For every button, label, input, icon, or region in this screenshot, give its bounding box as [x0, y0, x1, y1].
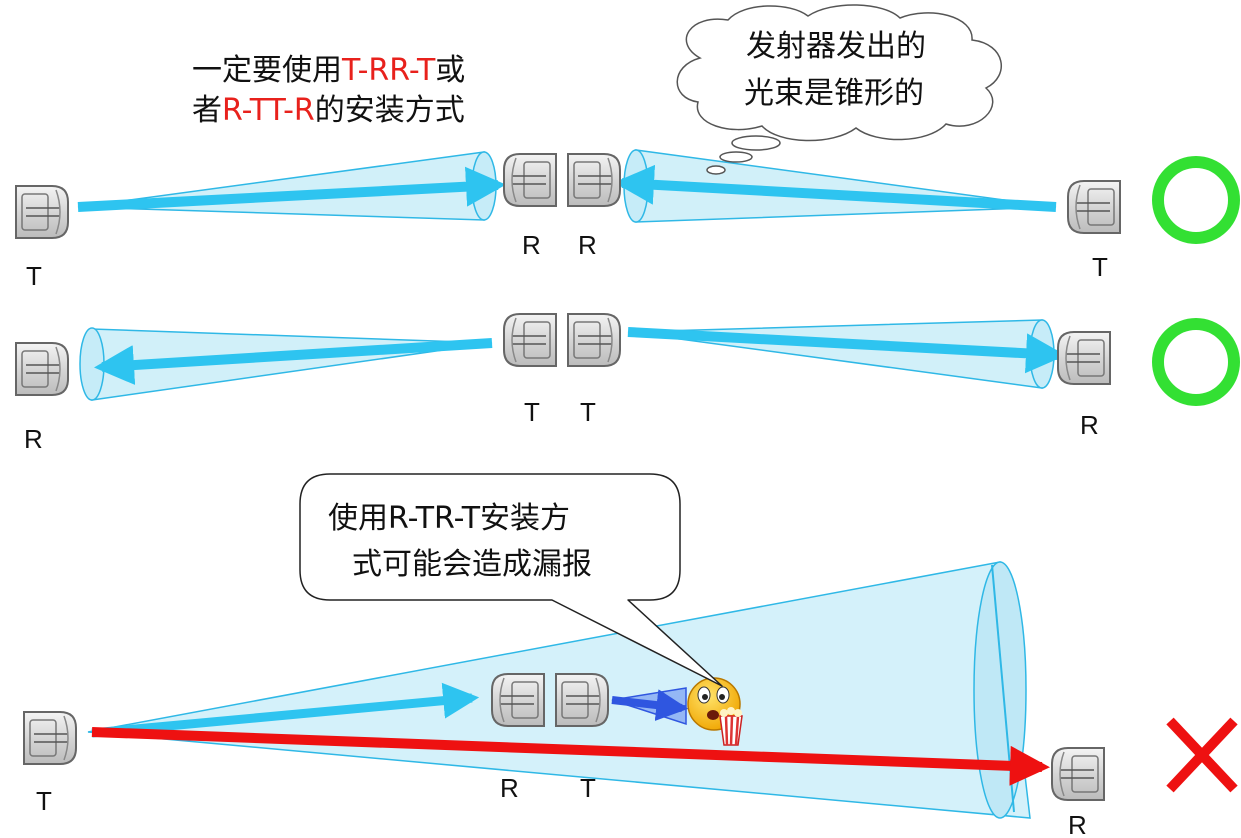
row1-center-right-receiver-device	[567, 153, 621, 207]
row2-setup: R T T R	[15, 313, 1240, 454]
row2-label-right: R	[1080, 410, 1099, 440]
row2-left-beam-arrow	[94, 338, 493, 385]
row2-label-center-right: T	[580, 397, 596, 427]
top-note: 一定要使用T-RR-T或 者R-TT-R的安装方式	[192, 53, 465, 128]
row3-cyan-beam-arrow	[91, 682, 480, 738]
row2-center-left-transmitter-device	[503, 313, 557, 367]
thought-bubble-medium	[719, 151, 753, 163]
row2-right-beam-arrow	[627, 327, 1066, 374]
row1-right-transmitter-device	[1067, 180, 1121, 234]
row1-left-beam-arrow	[77, 166, 506, 212]
thought-cloud-shape	[676, 4, 1002, 142]
row3-center-left-receiver-device	[491, 673, 545, 727]
row2-label-left: R	[24, 424, 43, 454]
speech-callout-shape	[299, 473, 723, 687]
callout-line1: 使用R-TR-T安装方	[328, 501, 570, 536]
top-note-line1-tail: 或	[435, 53, 465, 88]
callout-line2: 式可能会造成漏报	[352, 547, 592, 582]
row3-center-right-transmitter-device	[555, 673, 609, 727]
row3-setup: T R T R	[23, 561, 1238, 838]
row2-correct-circle-icon	[1152, 318, 1240, 406]
row3-wrong-cross-icon	[1166, 717, 1238, 793]
row1-label-center-left: R	[522, 230, 541, 260]
row1-label-right: T	[1092, 252, 1108, 282]
thought-bubble-small	[706, 165, 726, 175]
row1-right-beam-arrow	[614, 164, 1057, 212]
row3-left-transmitter-device	[23, 711, 77, 765]
row3-red-beam-arrow	[91, 727, 1050, 786]
row3-dark-blue-beam-arrow	[611, 689, 689, 721]
row3-label-center-right: T	[580, 773, 596, 803]
top-note-line2: 者R-TT-R的安装方式	[192, 93, 465, 128]
top-note-line2-tail: 的安装方式	[315, 93, 465, 128]
row2-right-receiver-device	[1057, 331, 1111, 385]
row1-setup: T R R T	[15, 149, 1240, 291]
top-note-line2-text: 者	[192, 93, 222, 128]
row2-left-receiver-device	[15, 342, 69, 396]
worried-face-with-popcorn-icon	[687, 677, 743, 746]
cloud-line2: 光束是锥形的	[744, 76, 924, 111]
row2-center-right-transmitter-device	[567, 313, 621, 367]
row3-right-receiver-device	[1051, 747, 1105, 801]
row2-label-center-left: T	[524, 397, 540, 427]
top-note-line1: 一定要使用T-RR-T或	[192, 53, 465, 88]
row3-label-center-left: R	[500, 773, 519, 803]
row1-label-left: T	[26, 261, 42, 291]
top-note-line1-text: 一定要使用	[192, 53, 342, 88]
row1-correct-circle-icon	[1152, 156, 1240, 244]
row1-center-left-receiver-device	[503, 153, 557, 207]
row1-label-center-right: R	[578, 230, 597, 260]
thought-bubble-large	[731, 135, 781, 151]
top-note-line1-highlight: T-RR-T	[341, 53, 436, 88]
row3-big-cone-base	[973, 561, 1027, 819]
thought-cloud: 发射器发出的 光束是锥形的	[676, 4, 1002, 175]
row3-label-left: T	[36, 786, 52, 816]
row2-left-cone-base	[79, 327, 105, 401]
speech-callout: 使用R-TR-T安装方 式可能会造成漏报	[299, 473, 723, 687]
cloud-line1: 发射器发出的	[746, 29, 926, 64]
top-note-line2-highlight: R-TT-R	[222, 93, 315, 128]
row3-label-right: R	[1068, 810, 1087, 838]
row1-left-transmitter-device	[15, 185, 69, 239]
